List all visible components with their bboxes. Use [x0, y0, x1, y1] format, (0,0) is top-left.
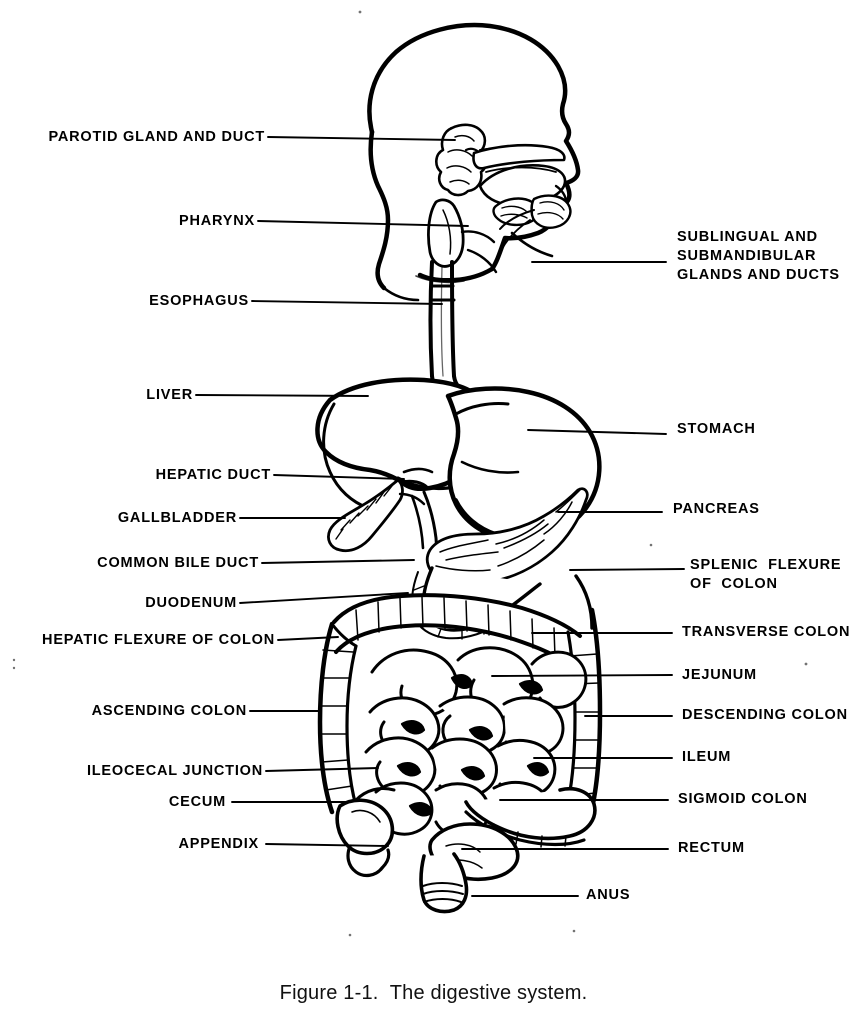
ascending-colon-outer: [317, 621, 335, 815]
leader-hepatic-duct: [273, 474, 405, 480]
label-duodenum: DUODENUM: [145, 595, 237, 611]
submandibular-gland: [530, 194, 572, 229]
label-appendix: APPENDIX: [178, 836, 259, 852]
ascending-colon-inner: [345, 644, 358, 808]
common-bile-duct-2: [410, 494, 425, 550]
label-hepatic-flexure-of-colon: HEPATIC FLEXURE OF COLON: [42, 632, 275, 648]
page-specks: [12, 10, 808, 937]
pancreas: [425, 487, 589, 586]
oral-cavity-line: [485, 166, 557, 173]
esophagus-inner-shade: [440, 265, 444, 377]
leader-pharynx: [257, 220, 469, 227]
esophagus-right-wall: [450, 260, 456, 378]
hard-palate: [472, 143, 566, 170]
leader-ileocecal-junction: [265, 767, 379, 772]
label-ascending-colon: ASCENDING COLON: [91, 703, 247, 719]
liver-notch: [402, 467, 434, 474]
leader-common-bile-duct: [261, 559, 415, 564]
appendix: [346, 844, 384, 878]
ascending-colon-haustra: [319, 649, 354, 791]
label-pharynx: PHARYNX: [179, 213, 255, 229]
label-splenic-flexure-of-colon: SPLENIC FLEXURE OF COLON: [690, 557, 842, 592]
hepatic-flexure-mark: [330, 622, 358, 648]
pharynx-outline: [427, 198, 465, 268]
chin-shadow-line: [415, 275, 465, 284]
label-stomach: STOMACH: [677, 421, 756, 437]
label-hepatic-duct: HEPATIC DUCT: [155, 467, 271, 483]
label-ileum: ILEUM: [682, 749, 732, 765]
label-common-bile-duct: COMMON BILE DUCT: [97, 555, 259, 571]
stomach-fundus-line: [454, 402, 510, 416]
label-rectum: RECTUM: [678, 840, 745, 856]
leader-duodenum: [239, 592, 409, 604]
leader-jejunum: [491, 674, 673, 677]
leader-stomach: [527, 429, 667, 435]
pharynx-inner-line: [442, 209, 452, 255]
neck-front-line: [382, 286, 420, 302]
head-back-outline: [368, 129, 391, 291]
label-sublingual-and-submandibular-glands-and-ducts: SUBLINGUAL AND SUBMANDIBULAR GLANDS AND …: [677, 229, 840, 283]
submandibular-duct: [499, 209, 535, 230]
ileocecal-junction: [354, 786, 396, 802]
sigmoid-colon: [464, 787, 597, 841]
label-pancreas: PANCREAS: [673, 501, 760, 517]
stomach-lesser-curve: [460, 460, 520, 474]
liver-inferior-border: [396, 476, 450, 491]
small-intestine-coils: [364, 646, 588, 838]
transverse-colon-upper: [332, 593, 582, 638]
anus-rings: [422, 882, 464, 903]
small-intestine-shading: [396, 674, 550, 817]
label-sigmoid-colon: SIGMOID COLON: [678, 791, 808, 807]
leader-parotid-gland-and-duct: [267, 136, 456, 141]
label-descending-colon: DESCENDING COLON: [682, 707, 848, 723]
leader-splenic-flexure-of-colon: [569, 568, 685, 571]
label-transverse-colon: TRANSVERSE COLON: [682, 624, 851, 640]
label-ileocecal-junction: ILEOCECAL JUNCTION: [86, 763, 263, 779]
leader-hepatic-flexure-of-colon: [277, 636, 339, 641]
liver-left-lobe-fold: [322, 402, 370, 510]
appendix-tip: [380, 848, 391, 870]
label-liver: LIVER: [146, 387, 193, 403]
epiglottis: [460, 230, 496, 244]
duodenum-rib-1: [413, 585, 425, 591]
descending-colon-outer: [589, 607, 603, 811]
hepatic-duct: [400, 479, 430, 490]
sublingual-gland: [492, 197, 540, 227]
leader-esophagus: [251, 300, 443, 305]
leader-liver: [195, 394, 369, 397]
splenic-flexure-mark: [574, 574, 594, 630]
leader-appendix: [265, 843, 389, 847]
leader-lines-right: [461, 261, 685, 897]
larynx-line: [466, 248, 498, 274]
label-parotid-gland-and-duct: PAROTID GLAND AND DUCT: [48, 129, 265, 145]
gland-duct-leader-to-mouth: [510, 231, 554, 258]
esophagus-left-wall: [428, 260, 434, 378]
label-anus: ANUS: [586, 887, 631, 903]
label-esophagus: ESOPHAGUS: [149, 293, 249, 309]
figure-caption: Figure 1-1. The digestive system.: [279, 982, 588, 1004]
label-jejunum: JEJUNUM: [682, 667, 757, 683]
rectum-fold-1: [445, 843, 481, 853]
sigmoid-colon-lower: [464, 810, 586, 847]
label-gallbladder: GALLBLADDER: [117, 510, 237, 526]
jaw-and-neck-outline: [417, 266, 495, 283]
gallbladder: [327, 478, 404, 553]
cecum-inner: [351, 809, 381, 823]
leader-lines-left: [195, 136, 469, 847]
label-cecum: CECUM: [168, 794, 226, 810]
descending-colon-haustra: [569, 653, 601, 797]
